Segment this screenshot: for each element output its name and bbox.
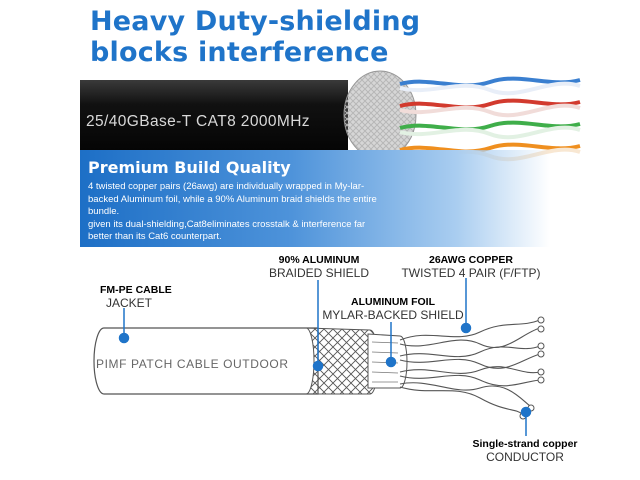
cable-photo [80, 70, 581, 162]
promo-body: 4 twisted copper pairs (26awg) are indiv… [88, 181, 388, 244]
label-braid-title: 90% ALUMINUM [278, 254, 360, 266]
label-conductor-sub: CONDUCTOR [486, 450, 564, 464]
headline-line-2: blocks interference [90, 37, 389, 68]
label-jacket-title: FM-PE CABLE [100, 284, 172, 296]
diagram-twisted-pairs [399, 319, 541, 415]
promo-band [80, 150, 550, 247]
label-foil-title: ALUMINUM FOIL [351, 296, 435, 308]
headline: Heavy Duty-shielding blocks interference [90, 6, 420, 68]
callout-dot-braid [312, 360, 324, 372]
headline-line-1: Heavy Duty-shielding [90, 6, 421, 37]
label-copper: 26AWG COPPER TWISTED 4 PAIR (F/FTP) [396, 254, 546, 280]
label-foil: ALUMINUM FOIL MYLAR-BACKED SHIELD [318, 296, 468, 322]
callout-dot-jacket [118, 332, 130, 344]
callout-dot-conductor [520, 406, 532, 418]
label-conductor-title: Single-strand copper [472, 438, 578, 450]
label-copper-title: 26AWG COPPER [428, 254, 514, 266]
label-braid: 90% ALUMINUM BRAIDED SHIELD [264, 254, 374, 280]
diagram-jacket [93, 327, 319, 395]
label-jacket: FM-PE CABLE JACKET [100, 284, 172, 310]
label-jacket-sub: JACKET [105, 296, 152, 310]
cable-diagram [93, 278, 545, 436]
callout-dot-copper [460, 322, 472, 334]
callout-dot-foil [385, 356, 397, 368]
label-braid-sub: BRAIDED SHIELD [268, 266, 370, 280]
promo-title: Premium Build Quality [88, 158, 291, 177]
cable-jacket-photo [80, 80, 348, 150]
label-foil-sub: MYLAR-BACKED SHIELD [322, 308, 464, 322]
label-copper-sub: TWISTED 4 PAIR (F/FTP) [401, 266, 541, 280]
diagram-jacket-text: PIMF PATCH CABLE OUTDOOR [96, 357, 289, 371]
promo-paragraph-2: given its dual-shielding,Cat8eliminates … [88, 218, 366, 243]
promo-paragraph-1: 4 twisted copper pairs (26awg) are indiv… [88, 181, 377, 217]
label-conductor: Single-strand copper CONDUCTOR [450, 438, 600, 464]
twisted-pairs-photo [399, 76, 581, 162]
cable-print-text: 25/40GBase-T CAT8 2000MHz [86, 113, 310, 130]
